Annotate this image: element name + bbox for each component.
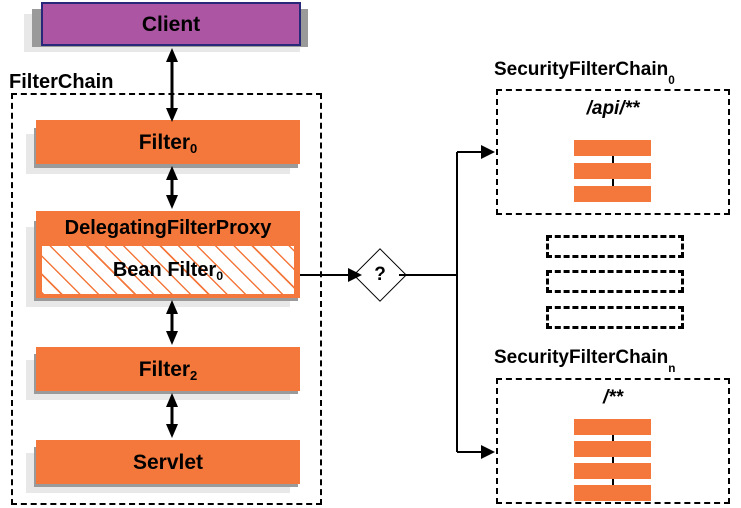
filter-0-subscript: 0 <box>190 140 198 156</box>
security-chain-n-filter-bar[interactable] <box>574 463 651 479</box>
servlet-label: Servlet <box>132 450 204 474</box>
security-chain-n-filter-bar[interactable] <box>574 485 651 501</box>
omitted-chain-placeholder <box>546 306 684 329</box>
bean-filter-subscript: 0 <box>216 269 224 284</box>
servlet-box[interactable]: Servlet <box>36 440 300 484</box>
bean-filter-label: Bean Filter0 <box>112 259 224 284</box>
client-label: Client <box>141 12 201 36</box>
client-box[interactable]: Client <box>41 2 301 46</box>
security-chain-0-caption: SecurityFilterChain0 <box>494 59 675 87</box>
security-chain-0-subscript: 0 <box>668 73 675 87</box>
security-chain-0-filter-bar[interactable] <box>574 140 651 156</box>
filter-2-box[interactable]: Filter2 <box>36 347 300 391</box>
omitted-chain-placeholder <box>546 270 684 293</box>
bean-filter-box[interactable]: Bean Filter0 <box>41 245 295 295</box>
security-chain-n-filter-bar[interactable] <box>574 441 651 457</box>
security-chain-n-subscript: n <box>668 361 676 375</box>
security-chain-0-filter-bar[interactable] <box>574 186 651 202</box>
arrowhead-chain0 <box>481 145 495 159</box>
security-chain-n-caption: SecurityFilterChainn <box>494 347 676 375</box>
omitted-chain-placeholder <box>546 235 684 258</box>
security-chain-n-container <box>496 378 730 504</box>
security-chain-0-pattern: /api/** <box>586 98 640 119</box>
filter-0-label: Filter0 <box>138 130 198 156</box>
filter-0-box[interactable]: Filter0 <box>36 120 300 164</box>
security-chain-0-container <box>496 89 730 215</box>
delegating-filter-proxy-label: DelegatingFilterProxy <box>64 216 272 239</box>
filterchain-caption: FilterChain <box>9 71 114 93</box>
filter-2-subscript: 2 <box>190 367 198 383</box>
decision-label: ? <box>374 264 386 285</box>
filter-2-label: Filter2 <box>138 357 198 383</box>
security-chain-n-pattern: /** <box>602 387 624 408</box>
arrowhead-chainn <box>481 445 495 459</box>
security-chain-n-filter-bar[interactable] <box>574 419 651 435</box>
security-chain-0-filter-bar[interactable] <box>574 163 651 179</box>
delegating-filter-proxy-box[interactable]: DelegatingFilterProxy Bean Filter0 <box>36 211 300 298</box>
filterchain-container <box>11 93 322 505</box>
